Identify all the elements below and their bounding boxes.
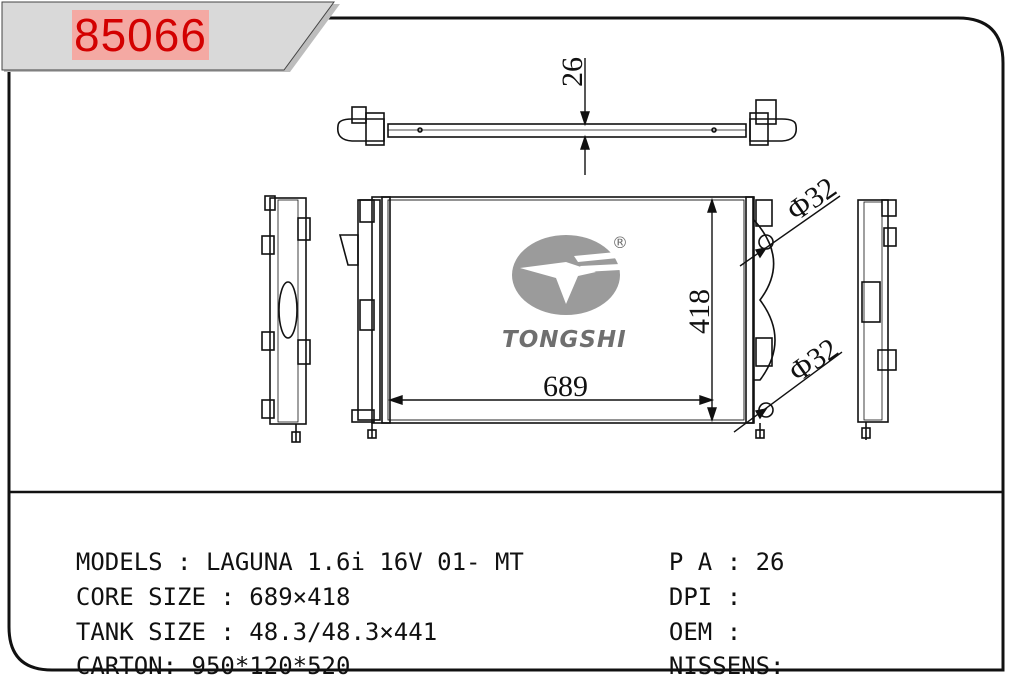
pipe-diameter-top-label: Φ32 <box>781 171 842 228</box>
dpi-label: DPI : <box>668 583 756 611</box>
width-dimension <box>387 395 715 405</box>
tongshi-logo-icon <box>512 235 620 315</box>
height-dimension <box>707 197 717 423</box>
spec-oem-row: OEM : <box>640 590 756 646</box>
tank-size-value: 48.3/48.3×441 <box>249 618 438 646</box>
core-size-label: CORE SIZE : <box>75 583 250 611</box>
spec-models-row: MODELS : LAGUNA 1.6i 16V 01- MT <box>47 520 524 576</box>
thickness-label: 26 <box>556 57 589 87</box>
spec-pa-row: P A : 26 <box>640 520 785 576</box>
carton-value: 950*120*520 <box>191 652 351 680</box>
spec-carton-row: CARTON: 950*120*520 <box>47 624 351 680</box>
spec-dpi-row: DPI : <box>640 555 756 611</box>
models-value: LAGUNA 1.6i 16V 01- MT <box>205 548 524 576</box>
part-number: 85066 <box>72 9 209 61</box>
spec-core-size-row: CORE SIZE : 689×418 <box>47 555 351 611</box>
sheet-frame <box>7 16 1005 672</box>
top-view-radiator <box>336 99 798 146</box>
pipe-diameter-bottom-label: Φ32 <box>783 332 844 389</box>
brand-name: TONGSHI <box>502 327 627 353</box>
front-view-radiator <box>338 196 776 439</box>
right-side-view <box>857 199 897 440</box>
core-size-value: 689×418 <box>249 583 351 611</box>
pipe-callout-top <box>739 195 841 267</box>
oem-label: OEM : <box>668 618 756 646</box>
carton-label: CARTON: <box>75 652 192 680</box>
spec-nissens-row: NISSENS: <box>640 624 785 680</box>
tank-size-label: TANK SIZE : <box>75 618 250 646</box>
nissens-label: NISSENS: <box>668 652 785 680</box>
models-label: MODELS : <box>75 548 206 576</box>
registered-mark: ® <box>612 233 628 252</box>
pa-value: 26 <box>755 548 785 576</box>
spec-tank-size-row: TANK SIZE : 48.3/48.3×441 <box>47 590 437 646</box>
pa-label: P A : <box>668 548 756 576</box>
thickness-dimension <box>580 58 590 175</box>
left-side-view <box>261 195 311 443</box>
height-label: 418 <box>683 289 716 334</box>
pipe-callout-bottom <box>733 351 843 433</box>
width-label: 689 <box>543 370 588 403</box>
